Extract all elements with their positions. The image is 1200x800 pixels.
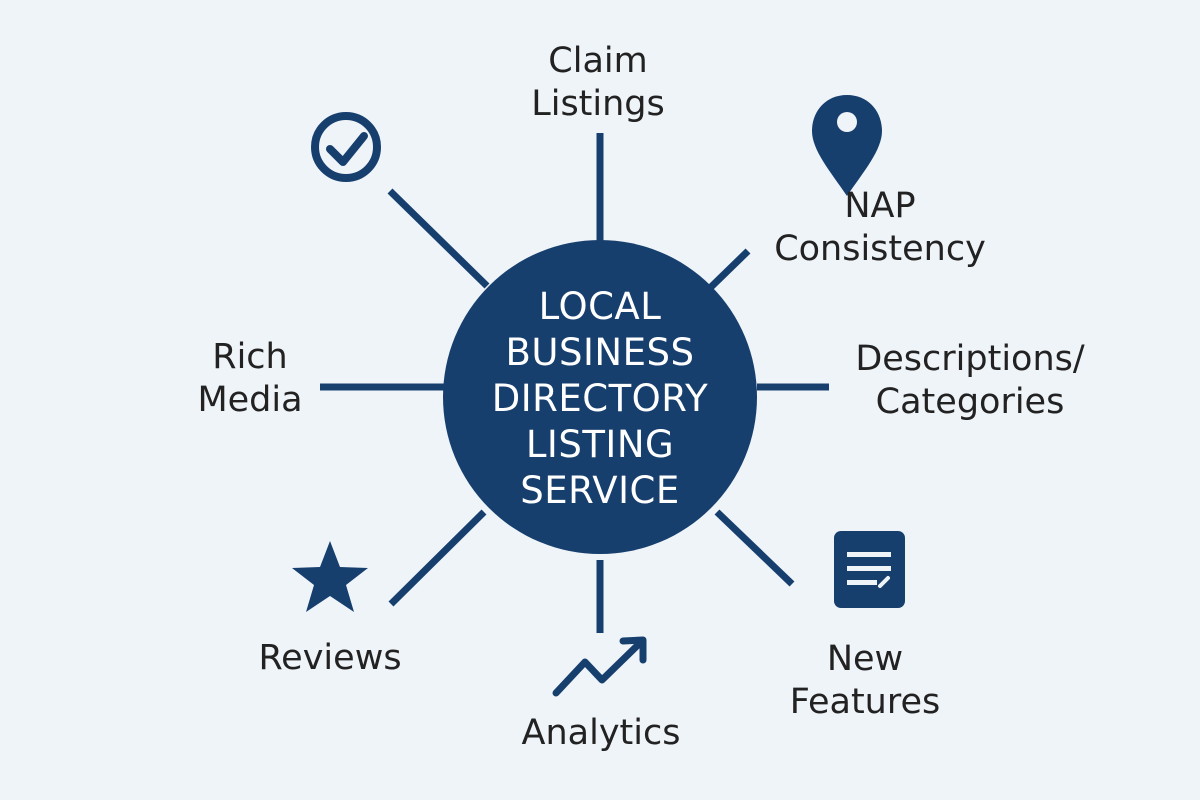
node-label-descriptions-categories: Descriptions/ Categories (830, 338, 1110, 424)
node-label-new-features: New Features (765, 638, 965, 724)
spokes (320, 133, 829, 633)
node-label-line: NAP (844, 186, 916, 226)
document-icon (834, 531, 905, 608)
spoke-reviews (388, 509, 487, 607)
node-label-line: Analytics (521, 713, 681, 753)
node-label-line: Descriptions/ (855, 339, 1085, 379)
node-label-nap-consistency: NAP Consistency (760, 185, 1000, 271)
node-label-line: New (826, 639, 904, 679)
node-label-line: Claim (548, 41, 648, 81)
hub-line: LISTING (525, 423, 675, 466)
node-label-reviews: Reviews (240, 637, 420, 680)
map-pin-icon (812, 95, 882, 196)
node-label-analytics: Analytics (496, 712, 706, 755)
node-label-line: Reviews (258, 638, 402, 678)
node-label-line: Media (197, 380, 303, 420)
check-circle-icon (311, 112, 381, 182)
node-label-line: Categories (875, 382, 1065, 422)
hub-line: BUSINESS (505, 331, 695, 374)
node-label-line: Listings (531, 84, 665, 124)
node-label-line: Rich (212, 337, 288, 377)
hub-line: LOCAL (538, 285, 662, 328)
spoke-nap-consistency (708, 248, 751, 290)
hub-line: DIRECTORY (491, 377, 709, 420)
hub-line: SERVICE (520, 469, 680, 512)
trend-up-icon (552, 636, 647, 697)
node-label-claim-listings: Claim Listings (498, 40, 698, 126)
hub-circle: LOCAL BUSINESS DIRECTORY LISTING SERVICE (443, 240, 757, 554)
node-label-line: Features (789, 682, 941, 722)
node-label-line: Consistency (774, 229, 986, 269)
spoke-new-features (714, 509, 795, 587)
node-label-rich-media: Rich Media (170, 336, 330, 422)
star-icon (292, 541, 368, 612)
spoke-verification (387, 188, 490, 289)
